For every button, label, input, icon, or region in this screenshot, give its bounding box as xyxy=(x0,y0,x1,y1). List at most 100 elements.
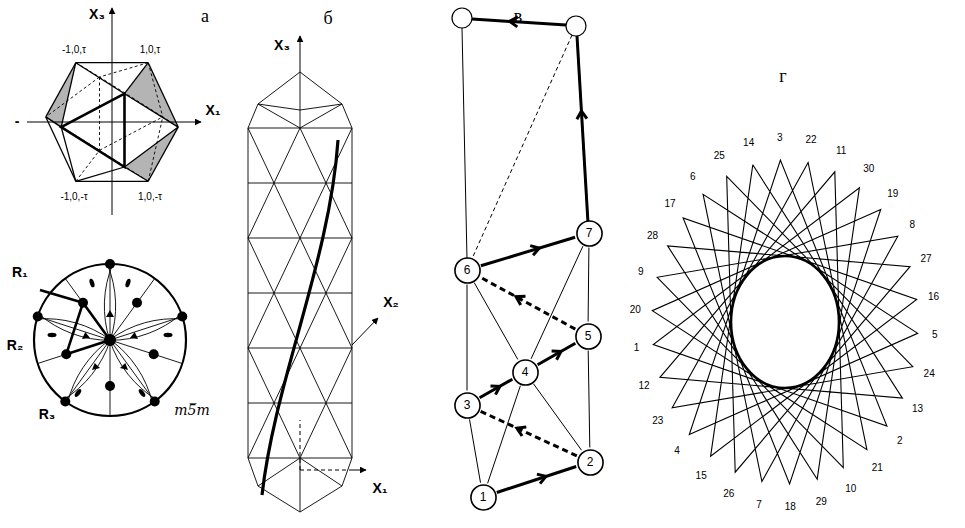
axis-label: X₁ xyxy=(372,480,387,496)
vertex-circle: 5 xyxy=(575,323,602,350)
position-number: 12 xyxy=(639,380,650,391)
axis-name: R₁ xyxy=(12,264,28,280)
position-number: 21 xyxy=(872,462,883,473)
segment-line xyxy=(588,351,590,448)
star-polygon xyxy=(652,160,917,484)
path-segment xyxy=(538,343,576,365)
helix-and-axes xyxy=(262,36,378,495)
path-segment xyxy=(481,237,575,266)
panel-letter: в xyxy=(514,6,523,27)
vertex-coordinate: -1,0,-τ xyxy=(60,191,87,202)
position-number: 10 xyxy=(845,483,856,494)
position-number: 30 xyxy=(863,163,874,174)
vertex-circle: 1 xyxy=(470,484,497,511)
position-number: 15 xyxy=(696,470,707,481)
segment-line xyxy=(481,237,575,266)
position-number: 19 xyxy=(887,188,898,199)
arrow-head xyxy=(517,427,526,436)
position-number: 1 xyxy=(634,342,640,353)
vertex-coordinate: 1,0,τ xyxy=(140,44,161,55)
position-number: 25 xyxy=(714,150,725,161)
position-number: 27 xyxy=(920,253,931,264)
vertex-coordinate: -1,0,τ xyxy=(62,44,86,55)
segment-line xyxy=(480,277,576,329)
path-segment xyxy=(588,248,590,322)
position-number: 7 xyxy=(756,499,762,510)
position-number: 5 xyxy=(932,329,938,340)
position-number: 14 xyxy=(743,137,754,148)
segment-line xyxy=(531,246,583,359)
vertex-circle: 7 xyxy=(576,220,603,247)
segment-line xyxy=(480,411,577,456)
panel-letter: а xyxy=(201,6,209,27)
vertex-coordinate: 1,0,-τ xyxy=(138,191,162,202)
position-number: 28 xyxy=(647,230,658,241)
path-segment xyxy=(488,386,521,484)
segment-line xyxy=(588,248,590,322)
arrow-head xyxy=(491,386,500,395)
position-number: 6 xyxy=(690,171,696,182)
stereogram xyxy=(33,259,188,416)
vertex-number: 7 xyxy=(576,220,603,247)
segment-line xyxy=(488,386,521,484)
vertex-number: 5 xyxy=(575,323,602,350)
path-segment xyxy=(497,467,576,493)
panel-letter: г xyxy=(779,66,786,87)
axis-label: X₃ xyxy=(274,37,290,53)
position-number: 22 xyxy=(806,134,817,145)
vertex-number: 3 xyxy=(454,392,481,419)
position-number: 16 xyxy=(928,291,939,302)
axis-label: X₁ xyxy=(205,102,220,118)
helix-net-extra xyxy=(452,8,588,261)
position-number: 26 xyxy=(723,488,734,499)
axes-a xyxy=(27,8,201,215)
symmetry-label: m5̅m xyxy=(174,402,209,418)
vertex-number: 6 xyxy=(454,257,481,284)
position-number: 17 xyxy=(665,198,676,209)
position-number: 9 xyxy=(638,266,644,277)
segment-line xyxy=(474,283,518,360)
position-number: 3 xyxy=(777,132,783,143)
position-number: 29 xyxy=(816,496,827,507)
arrow-head xyxy=(516,296,526,305)
path-segment xyxy=(531,246,583,359)
position-number: 4 xyxy=(674,445,680,456)
arrow-head xyxy=(537,474,546,484)
axis-name: R₂ xyxy=(7,337,23,353)
segment-line xyxy=(538,343,576,365)
path-segment xyxy=(474,283,518,360)
axis-sign: - xyxy=(15,113,20,129)
path-segment xyxy=(480,411,577,456)
segment-line xyxy=(470,419,481,482)
axis-label: X₃ xyxy=(89,6,105,22)
vertex-number: 2 xyxy=(577,449,604,476)
panel-letter: б xyxy=(323,8,332,29)
position-number: 23 xyxy=(652,415,663,426)
segment-line xyxy=(497,467,576,493)
position-number: 8 xyxy=(909,219,915,230)
position-number: 18 xyxy=(785,501,796,512)
arrow-head xyxy=(530,246,539,256)
path-segment xyxy=(588,351,590,448)
path-segment xyxy=(534,384,582,450)
position-number: 11 xyxy=(836,145,846,156)
column-polyhedron xyxy=(248,72,352,512)
position-number: 24 xyxy=(924,368,935,379)
position-number: 2 xyxy=(897,435,903,446)
vertex-circle: 6 xyxy=(454,257,481,284)
vertex-circle: 3 xyxy=(454,392,481,419)
arrow-head xyxy=(552,351,561,360)
path-segment xyxy=(467,285,468,391)
segment-line xyxy=(467,285,468,391)
axis-name: R₃ xyxy=(39,406,56,422)
position-number: 20 xyxy=(630,304,641,315)
vertex-number: 1 xyxy=(470,484,497,511)
axis-label: X₂ xyxy=(383,294,399,310)
position-number: 13 xyxy=(912,403,923,414)
segment-line xyxy=(534,384,582,450)
vertex-circle: 4 xyxy=(512,359,539,386)
vertex-number: 4 xyxy=(512,359,539,386)
path-segment xyxy=(480,277,576,329)
